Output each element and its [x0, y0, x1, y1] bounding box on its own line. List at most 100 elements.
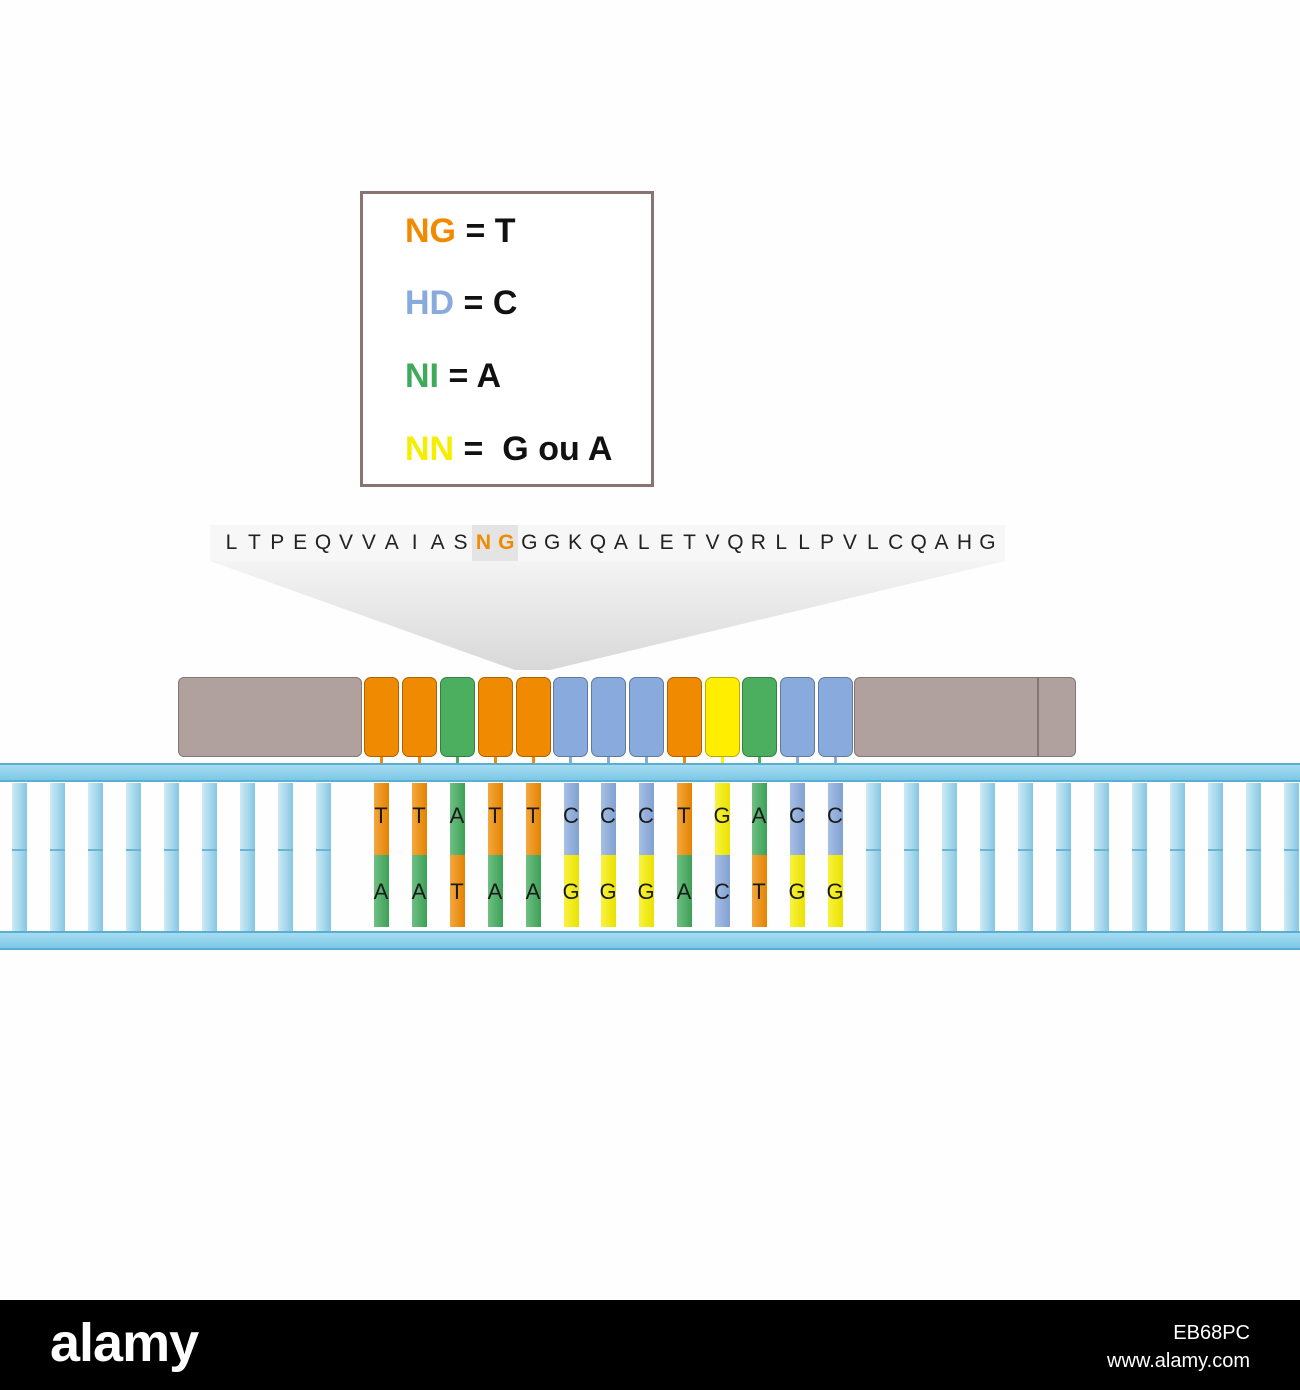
rvd-residue: G — [494, 525, 518, 561]
legend-code: NI — [405, 357, 439, 395]
tale-repeat — [516, 677, 551, 757]
tale-repeat — [705, 677, 740, 757]
c-terminal-domain — [854, 677, 1076, 757]
amino-acid: V — [338, 531, 353, 554]
amino-acid: G — [979, 531, 996, 554]
legend-code: NN — [405, 430, 455, 468]
target-base-bottom — [564, 855, 579, 927]
dna-base-pair — [866, 783, 881, 931]
base-letter-bottom: T — [752, 879, 766, 904]
dna-base-pair — [202, 783, 217, 931]
amino-acid: P — [270, 531, 285, 554]
base-letter-top: C — [638, 803, 654, 828]
amino-acid: Q — [589, 531, 607, 554]
target-base-bottom — [412, 855, 427, 927]
amino-acid: T — [247, 531, 261, 554]
tale-repeat — [591, 677, 626, 757]
base-letter-bottom: T — [450, 879, 464, 904]
base-pair-junction — [1018, 849, 1033, 851]
target-base-bottom — [526, 855, 541, 927]
dna-base-pair — [240, 783, 255, 931]
base-pair-junction — [942, 849, 957, 851]
amino-acid: V — [361, 531, 376, 554]
amino-acid: L — [798, 531, 810, 554]
footer-image-id: EB68PC — [1173, 1322, 1250, 1344]
dna-backbone-bottom — [0, 931, 1300, 950]
target-base-bottom — [715, 855, 730, 927]
base-letter-top: C — [563, 803, 579, 828]
dna-base-pair — [1284, 783, 1299, 931]
c-terminal-divider — [1037, 678, 1039, 756]
tale-repeat — [667, 677, 702, 757]
base-pair-junction — [1284, 849, 1299, 851]
amino-acid: Q — [910, 531, 927, 554]
rvd-residue: N — [471, 525, 495, 561]
base-pair-junction — [866, 849, 881, 851]
target-base-top — [412, 783, 427, 855]
target-base-top — [790, 783, 805, 855]
amino-acid: A — [430, 531, 445, 554]
tale-repeat — [440, 677, 475, 757]
tale-repeat — [364, 677, 399, 757]
base-pair-junction — [88, 849, 103, 851]
base-letter-top: T — [412, 803, 426, 828]
base-letter-bottom: G — [637, 879, 655, 904]
base-letter-top: A — [751, 803, 767, 828]
amino-acid: V — [705, 531, 720, 554]
dna-base-pair — [1208, 783, 1223, 931]
dna-base-pair — [904, 783, 919, 931]
legend-row: NG = T — [405, 212, 516, 251]
dna-base-pair — [164, 783, 179, 931]
base-letter-bottom: G — [599, 879, 617, 904]
target-base-bottom — [639, 855, 654, 927]
amino-acid: C — [888, 531, 904, 554]
amino-acid: S — [453, 531, 468, 554]
tale-repeat — [780, 677, 815, 757]
base-letter-top: C — [789, 803, 805, 828]
footer-logo: alamy — [50, 1313, 199, 1373]
amino-acid: A — [934, 531, 949, 554]
base-pair-junction — [1170, 849, 1185, 851]
amino-acid: L — [775, 531, 788, 554]
base-pair-junction — [278, 849, 293, 851]
amino-acid: K — [568, 531, 583, 554]
legend-code: NG — [405, 212, 456, 250]
dna-base-pair — [12, 783, 27, 931]
target-base-top — [450, 783, 465, 855]
base-letter-bottom: A — [487, 879, 503, 904]
base-pair-junction — [1132, 849, 1147, 851]
amino-acid: A — [384, 531, 399, 554]
dna-base-pair — [1132, 783, 1147, 931]
target-base-top — [564, 783, 579, 855]
base-pair-junction — [1094, 849, 1109, 851]
base-pair-junction — [126, 849, 141, 851]
dna-base-pair — [1170, 783, 1185, 931]
base-letter-bottom: G — [562, 879, 580, 904]
amino-acid: P — [820, 531, 835, 554]
amino-acid: G — [543, 531, 561, 554]
n-terminal-domain — [178, 677, 362, 757]
rvd-legend-box: NG = T HD = C NI = A NN = G ou A — [360, 191, 654, 487]
base-letter-top: A — [449, 803, 465, 828]
tale-repeat — [478, 677, 513, 757]
base-letter-top: C — [600, 803, 616, 828]
legend-row: NI = A — [405, 357, 501, 396]
amino-acid: L — [225, 531, 238, 554]
base-pair-junction — [202, 849, 217, 851]
tale-repeat — [742, 677, 777, 757]
amino-acid: I — [411, 531, 418, 554]
amino-acid: E — [659, 531, 674, 554]
legend-row: NN = G ou A — [405, 430, 612, 469]
base-letter-top: C — [827, 803, 843, 828]
legend-row: HD = C — [405, 284, 517, 323]
base-letter-bottom: G — [788, 879, 806, 904]
target-base-bottom — [601, 855, 616, 927]
base-letter-bottom: A — [373, 879, 389, 904]
base-pair-junction — [1246, 849, 1261, 851]
amino-acid: L — [866, 531, 879, 554]
base-pair-junction — [980, 849, 995, 851]
zoom-funnel — [210, 561, 1005, 670]
dna-base-pair — [316, 783, 331, 931]
base-pair-junction — [164, 849, 179, 851]
